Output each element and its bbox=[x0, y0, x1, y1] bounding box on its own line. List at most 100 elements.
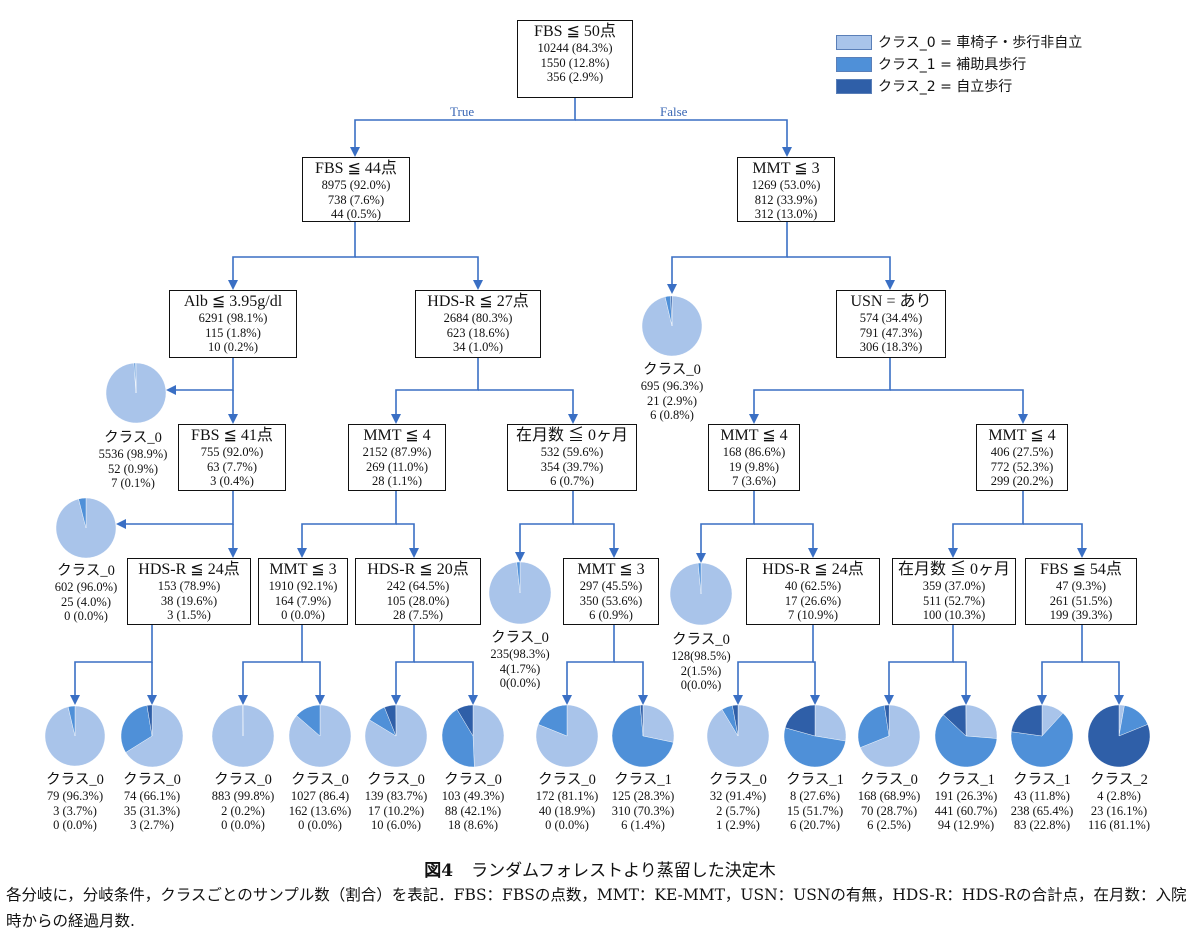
node-count: 7 (10.9%) bbox=[788, 608, 838, 622]
leaf-count: 235(98.3%) bbox=[490, 647, 550, 661]
leaf-count: 4 (2.8%) bbox=[1097, 789, 1141, 803]
pie-slice bbox=[934, 714, 998, 768]
leaf-pie bbox=[441, 704, 505, 768]
tree-edge bbox=[890, 389, 1028, 424]
node-condition: FBS ≦ 54点 bbox=[1040, 561, 1122, 578]
tree-edge bbox=[166, 358, 234, 395]
legend-label-class-2: クラス_2 = 自立歩行 bbox=[878, 79, 1013, 95]
tree-edge bbox=[573, 523, 619, 558]
node-count: 772 (52.3%) bbox=[990, 459, 1054, 474]
leaf-count: 4(1.7%) bbox=[499, 661, 541, 676]
leaf-count: 6 (1.4%) bbox=[621, 818, 665, 832]
leaf-class: クラス_0 bbox=[643, 362, 701, 378]
leaf-class: クラス_0 bbox=[104, 430, 162, 446]
node-count: 1550 (12.8%) bbox=[540, 55, 610, 70]
leaf-count: 18 (8.6%) bbox=[448, 818, 498, 832]
pie-slice bbox=[146, 704, 153, 737]
tree-edge bbox=[391, 358, 479, 424]
node-count: 19 (9.8%) bbox=[729, 459, 779, 474]
leaf-count: 125 (28.3%) bbox=[611, 789, 675, 803]
node-condition: MMT ≦ 3 bbox=[269, 561, 337, 578]
leaf-count: 79 (96.3%) bbox=[46, 789, 104, 803]
node-count: 354 (39.7%) bbox=[540, 459, 604, 474]
legend-label-class-1: クラス_1 = 補助具歩行 bbox=[878, 57, 1027, 73]
node-count: 791 (47.3%) bbox=[859, 325, 923, 340]
tree-edge bbox=[396, 523, 419, 558]
leaf-count: 172 (81.1%) bbox=[535, 789, 599, 803]
leaf-count: 139 (83.7%) bbox=[364, 789, 428, 803]
leaf-count: 441 (60.7%) bbox=[934, 803, 998, 818]
pie-slice bbox=[784, 704, 816, 737]
pie-slice bbox=[783, 727, 846, 768]
node-condition: 在月数 ≦ 0ヶ月 bbox=[897, 561, 1010, 578]
node-count: 199 (39.3%) bbox=[1049, 608, 1113, 622]
node-count: 574 (34.4%) bbox=[859, 311, 923, 325]
node-count: 242 (64.5%) bbox=[386, 579, 450, 593]
tree-edge bbox=[515, 491, 574, 562]
node-condition: 在月数 ≦ 0ヶ月 bbox=[515, 427, 628, 444]
pie-slice bbox=[78, 497, 87, 529]
tree-edge bbox=[787, 256, 895, 290]
node-count: 1269 (53.0%) bbox=[751, 178, 821, 192]
tree-edge bbox=[1082, 661, 1124, 705]
leaf-class: クラス_0 bbox=[538, 772, 596, 788]
leaf-count: 883 (99.8%) bbox=[211, 789, 275, 803]
leaf-class: クラス_0 bbox=[46, 772, 104, 788]
node-count: 6 (0.9%) bbox=[589, 608, 633, 622]
node-count: 261 (51.5%) bbox=[1049, 593, 1113, 608]
leaf-count: 3 (3.7%) bbox=[53, 803, 97, 818]
node-count: 10 (0.2%) bbox=[208, 340, 258, 354]
node-count: 755 (92.0%) bbox=[200, 445, 264, 459]
class-legend: クラス_0 = 車椅子・歩行非自立 クラス_1 = 補助具歩行 クラス_2 = … bbox=[836, 31, 1082, 97]
leaf-pie bbox=[934, 704, 998, 768]
leaf-pie bbox=[1087, 704, 1151, 768]
leaf-count: 94 (12.9%) bbox=[937, 818, 995, 832]
node-count: 153 (78.9%) bbox=[157, 579, 221, 593]
node-condition: HDS-R ≦ 24点 bbox=[138, 561, 240, 578]
leaf-count: 35 (31.3%) bbox=[123, 803, 181, 818]
tree-edge bbox=[614, 661, 648, 705]
leaf-class: クラス_1 bbox=[786, 772, 844, 788]
tree-edge bbox=[350, 98, 576, 157]
node-count: 63 (7.7%) bbox=[207, 459, 257, 474]
pie-slice bbox=[859, 704, 921, 768]
leaf-count: 6 (2.5%) bbox=[867, 818, 911, 832]
leaf-class: クラス_0 bbox=[367, 772, 425, 788]
node-count: 350 (53.6%) bbox=[579, 593, 643, 608]
leaf-pie bbox=[105, 362, 167, 424]
node-count: 17 (26.6%) bbox=[784, 593, 842, 608]
node-condition: Alb ≦ 3.95g/dl bbox=[183, 293, 283, 310]
leaf-count: 103 (49.3%) bbox=[441, 789, 505, 803]
pie-slice bbox=[670, 295, 673, 327]
leaf-count: 7 (0.1%) bbox=[111, 476, 155, 490]
leaf-pie bbox=[535, 704, 599, 768]
legend-swatch-class-1 bbox=[836, 56, 872, 72]
figure-title-text: ランダムフォレストより蒸留した決定木 bbox=[471, 861, 776, 881]
legend-item-class-1: クラス_1 = 補助具歩行 bbox=[836, 53, 1082, 75]
node-count: 28 (1.1%) bbox=[372, 474, 422, 488]
pie-slice bbox=[642, 704, 675, 743]
tree-edge bbox=[733, 625, 814, 705]
node-count: 6291 (98.1%) bbox=[198, 311, 268, 325]
node-count: 34 (1.0%) bbox=[453, 340, 503, 354]
leaf-count: 128(98.5%) bbox=[671, 649, 731, 663]
leaf-count: 40 (18.9%) bbox=[538, 803, 596, 818]
leaf-count: 5536 (98.9%) bbox=[98, 447, 168, 461]
leaf-class: クラス_0 bbox=[444, 772, 502, 788]
tree-edge bbox=[810, 661, 820, 705]
node-count: 356 (2.9%) bbox=[546, 70, 604, 84]
